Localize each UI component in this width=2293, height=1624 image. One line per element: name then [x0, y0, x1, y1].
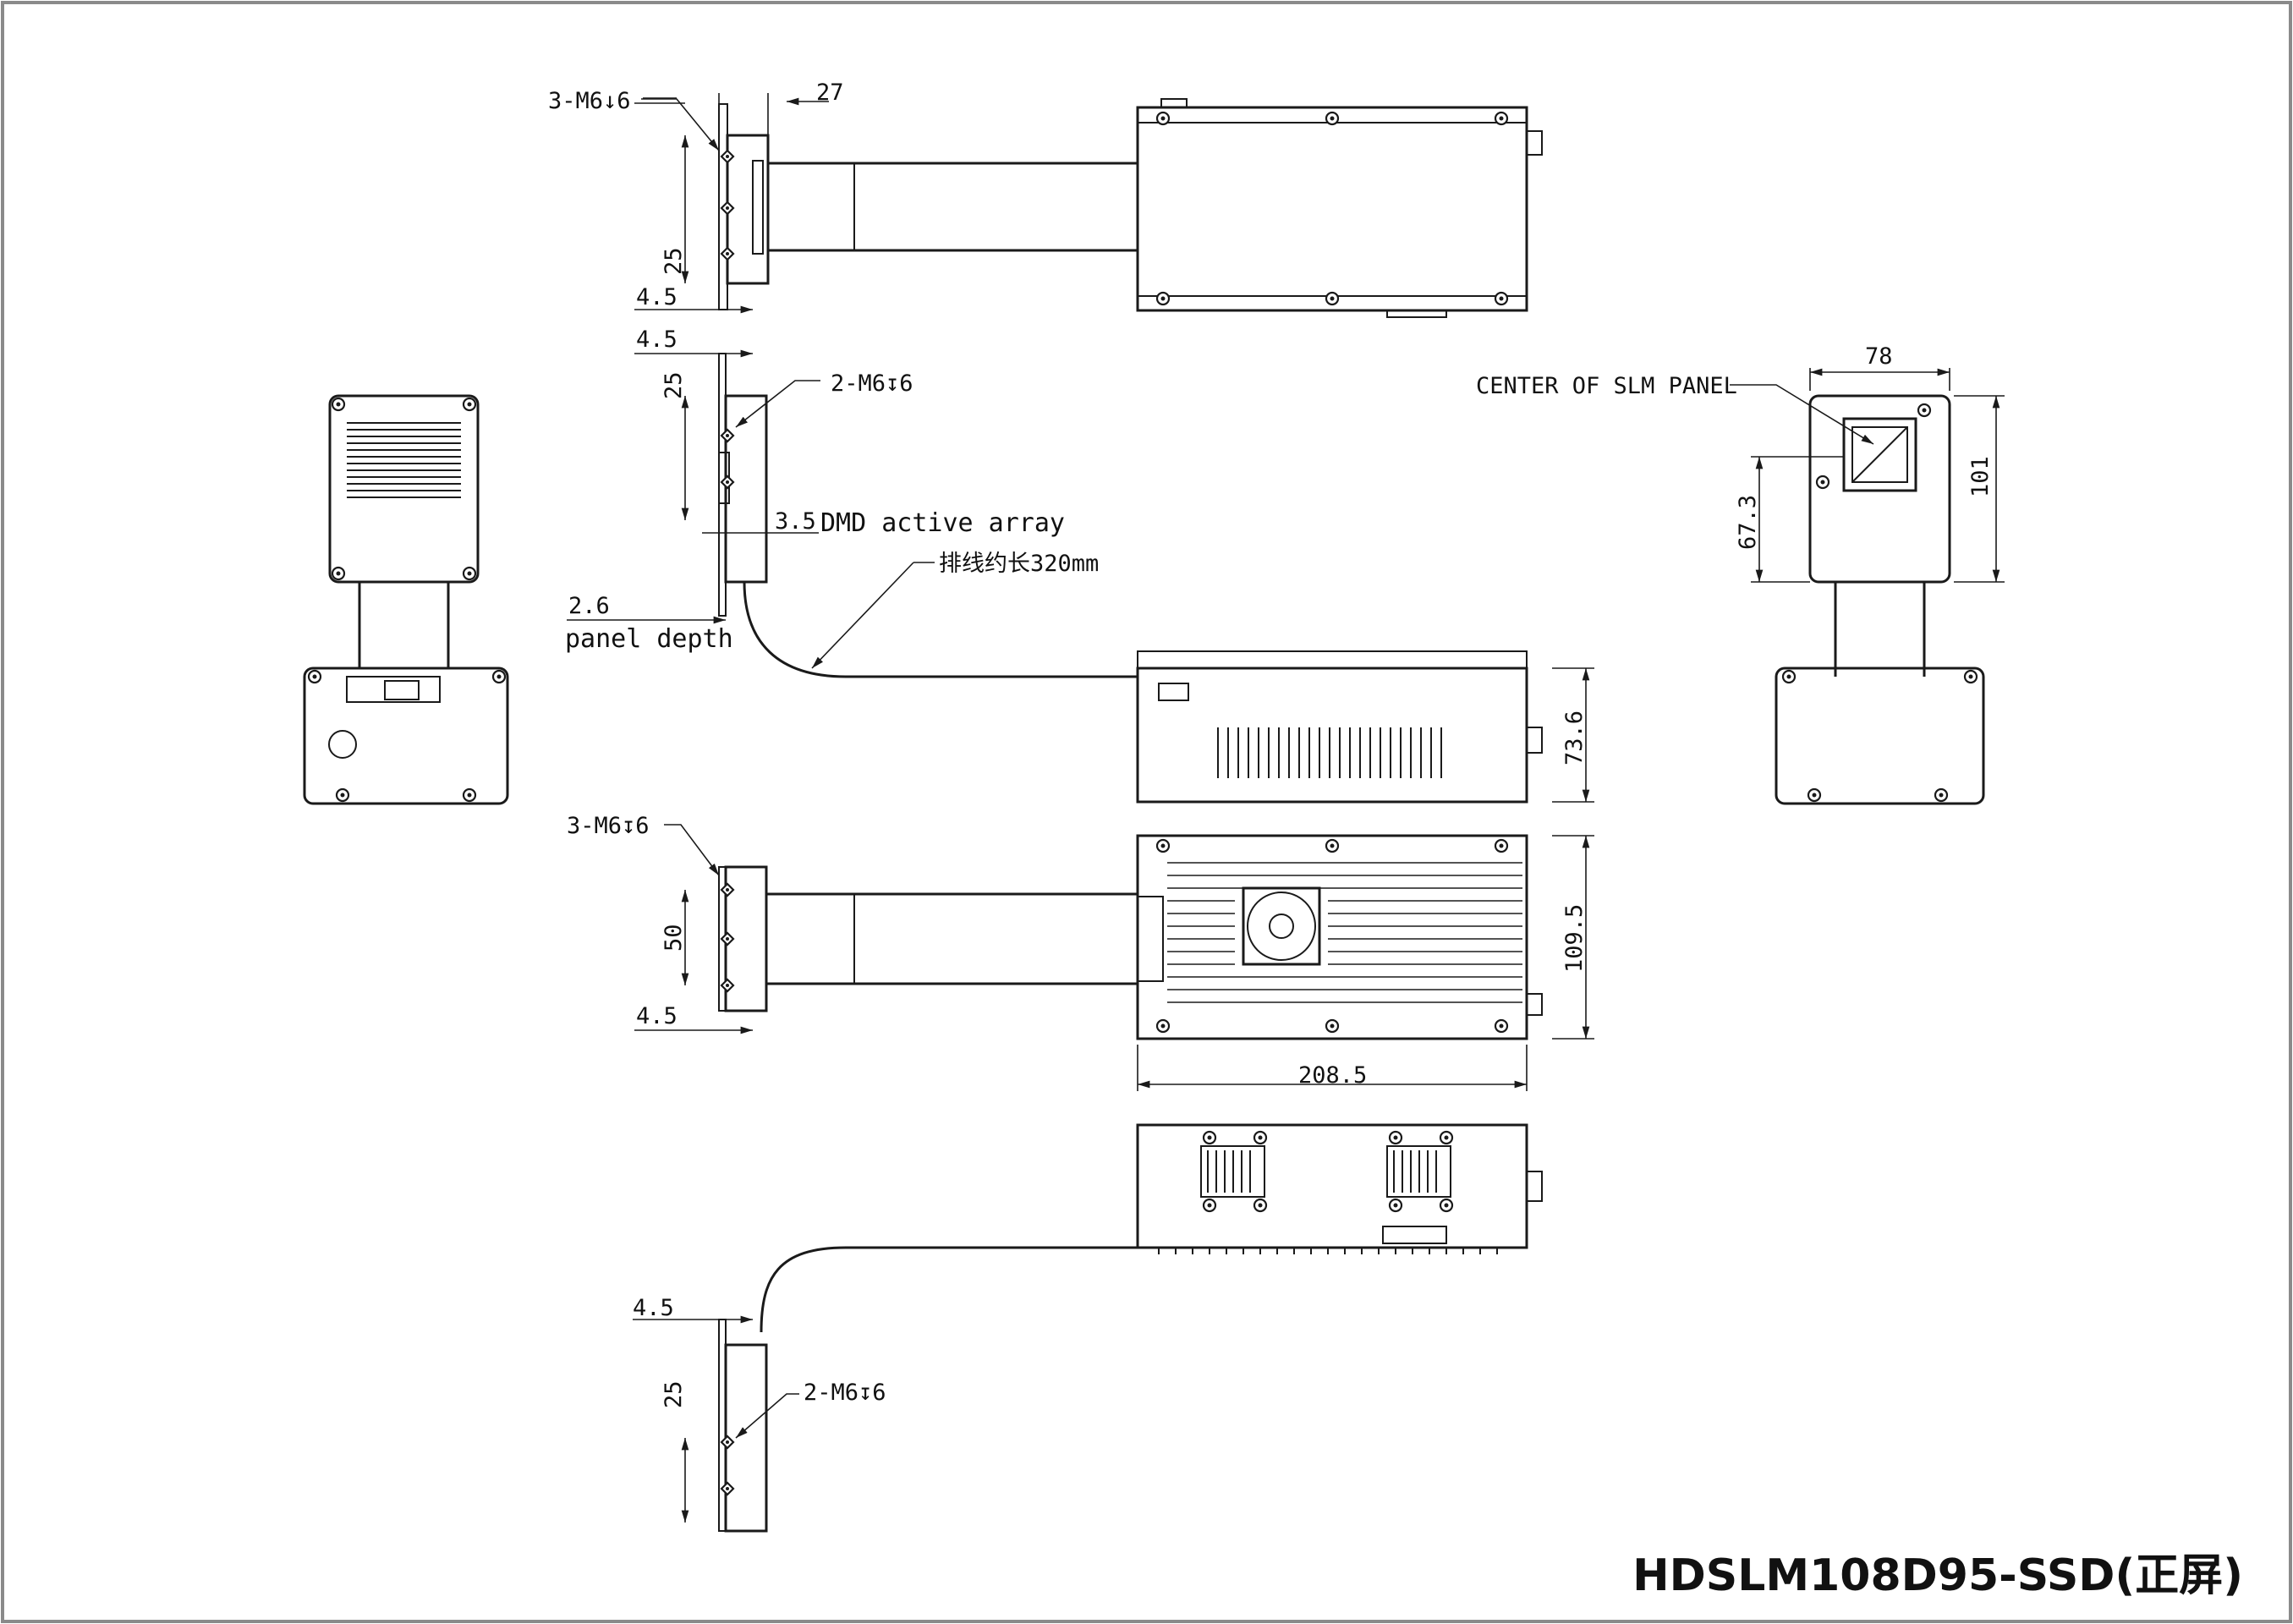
bottom-grille	[1167, 862, 1522, 1003]
side-view: 4.5 25 2-M6↧6 3.5 DMD active array 2.6 p…	[565, 326, 1138, 678]
lower-offset-label: 4.5	[633, 1295, 674, 1321]
bottom-length-label: 208.5	[1298, 1062, 1367, 1089]
bottom-view: 50 4.5 3-M6↧6 109.5 208.5	[567, 813, 1594, 1091]
lower-holes-callout: 2-M6↧6	[804, 1380, 886, 1406]
right-width-label: 78	[1865, 343, 1893, 370]
lower-view: 4.5 25 2-M6↧6	[633, 1123, 1543, 1533]
bottom-holes-callout: 3-M6↧6	[567, 813, 650, 839]
top-width-label: 27	[816, 80, 844, 106]
body-height-label: 73.6	[1561, 710, 1588, 765]
side-panel-depth-value: 2.6	[568, 593, 610, 619]
right-height-label: 101	[1967, 456, 1994, 497]
dmd-active-array-label: DMD active array	[820, 508, 1065, 538]
bottom-bracket-label: 50	[661, 924, 687, 952]
panel-depth-label: panel depth	[565, 624, 733, 654]
center-slm-panel-callout: CENTER OF SLM PANEL	[1476, 373, 1737, 399]
drawing-title: HDSLM108D95-SSD(正屏)	[1632, 1550, 2243, 1601]
body-side-view: 73.6	[1136, 650, 1594, 804]
right-center-height-label: 67.3	[1735, 495, 1761, 550]
right-end-view: 78 101 67.3 CENTER OF SLM PANEL	[1476, 343, 2005, 805]
side-dmd-offset-label: 3.5	[775, 508, 816, 535]
side-vent-slots	[1217, 727, 1442, 778]
bottom-offset-label: 4.5	[636, 1003, 677, 1029]
top-view: 27 25 4.5 3-M6↓6	[548, 80, 1543, 318]
bottom-height-label: 109.5	[1561, 904, 1588, 973]
top-holes-callout: 3-M6↓6	[548, 88, 631, 114]
side-holes-callout: 2-M6↧6	[831, 370, 913, 397]
lower-height-label: 25	[661, 1380, 687, 1408]
top-offset-label: 4.5	[636, 284, 677, 310]
left-end-view	[303, 394, 509, 805]
cable-length-label: 排线约长320mm	[939, 551, 1099, 577]
side-offset-label: 4.5	[636, 326, 677, 353]
side-height-label: 25	[661, 371, 687, 399]
top-height-label: 25	[661, 247, 687, 275]
